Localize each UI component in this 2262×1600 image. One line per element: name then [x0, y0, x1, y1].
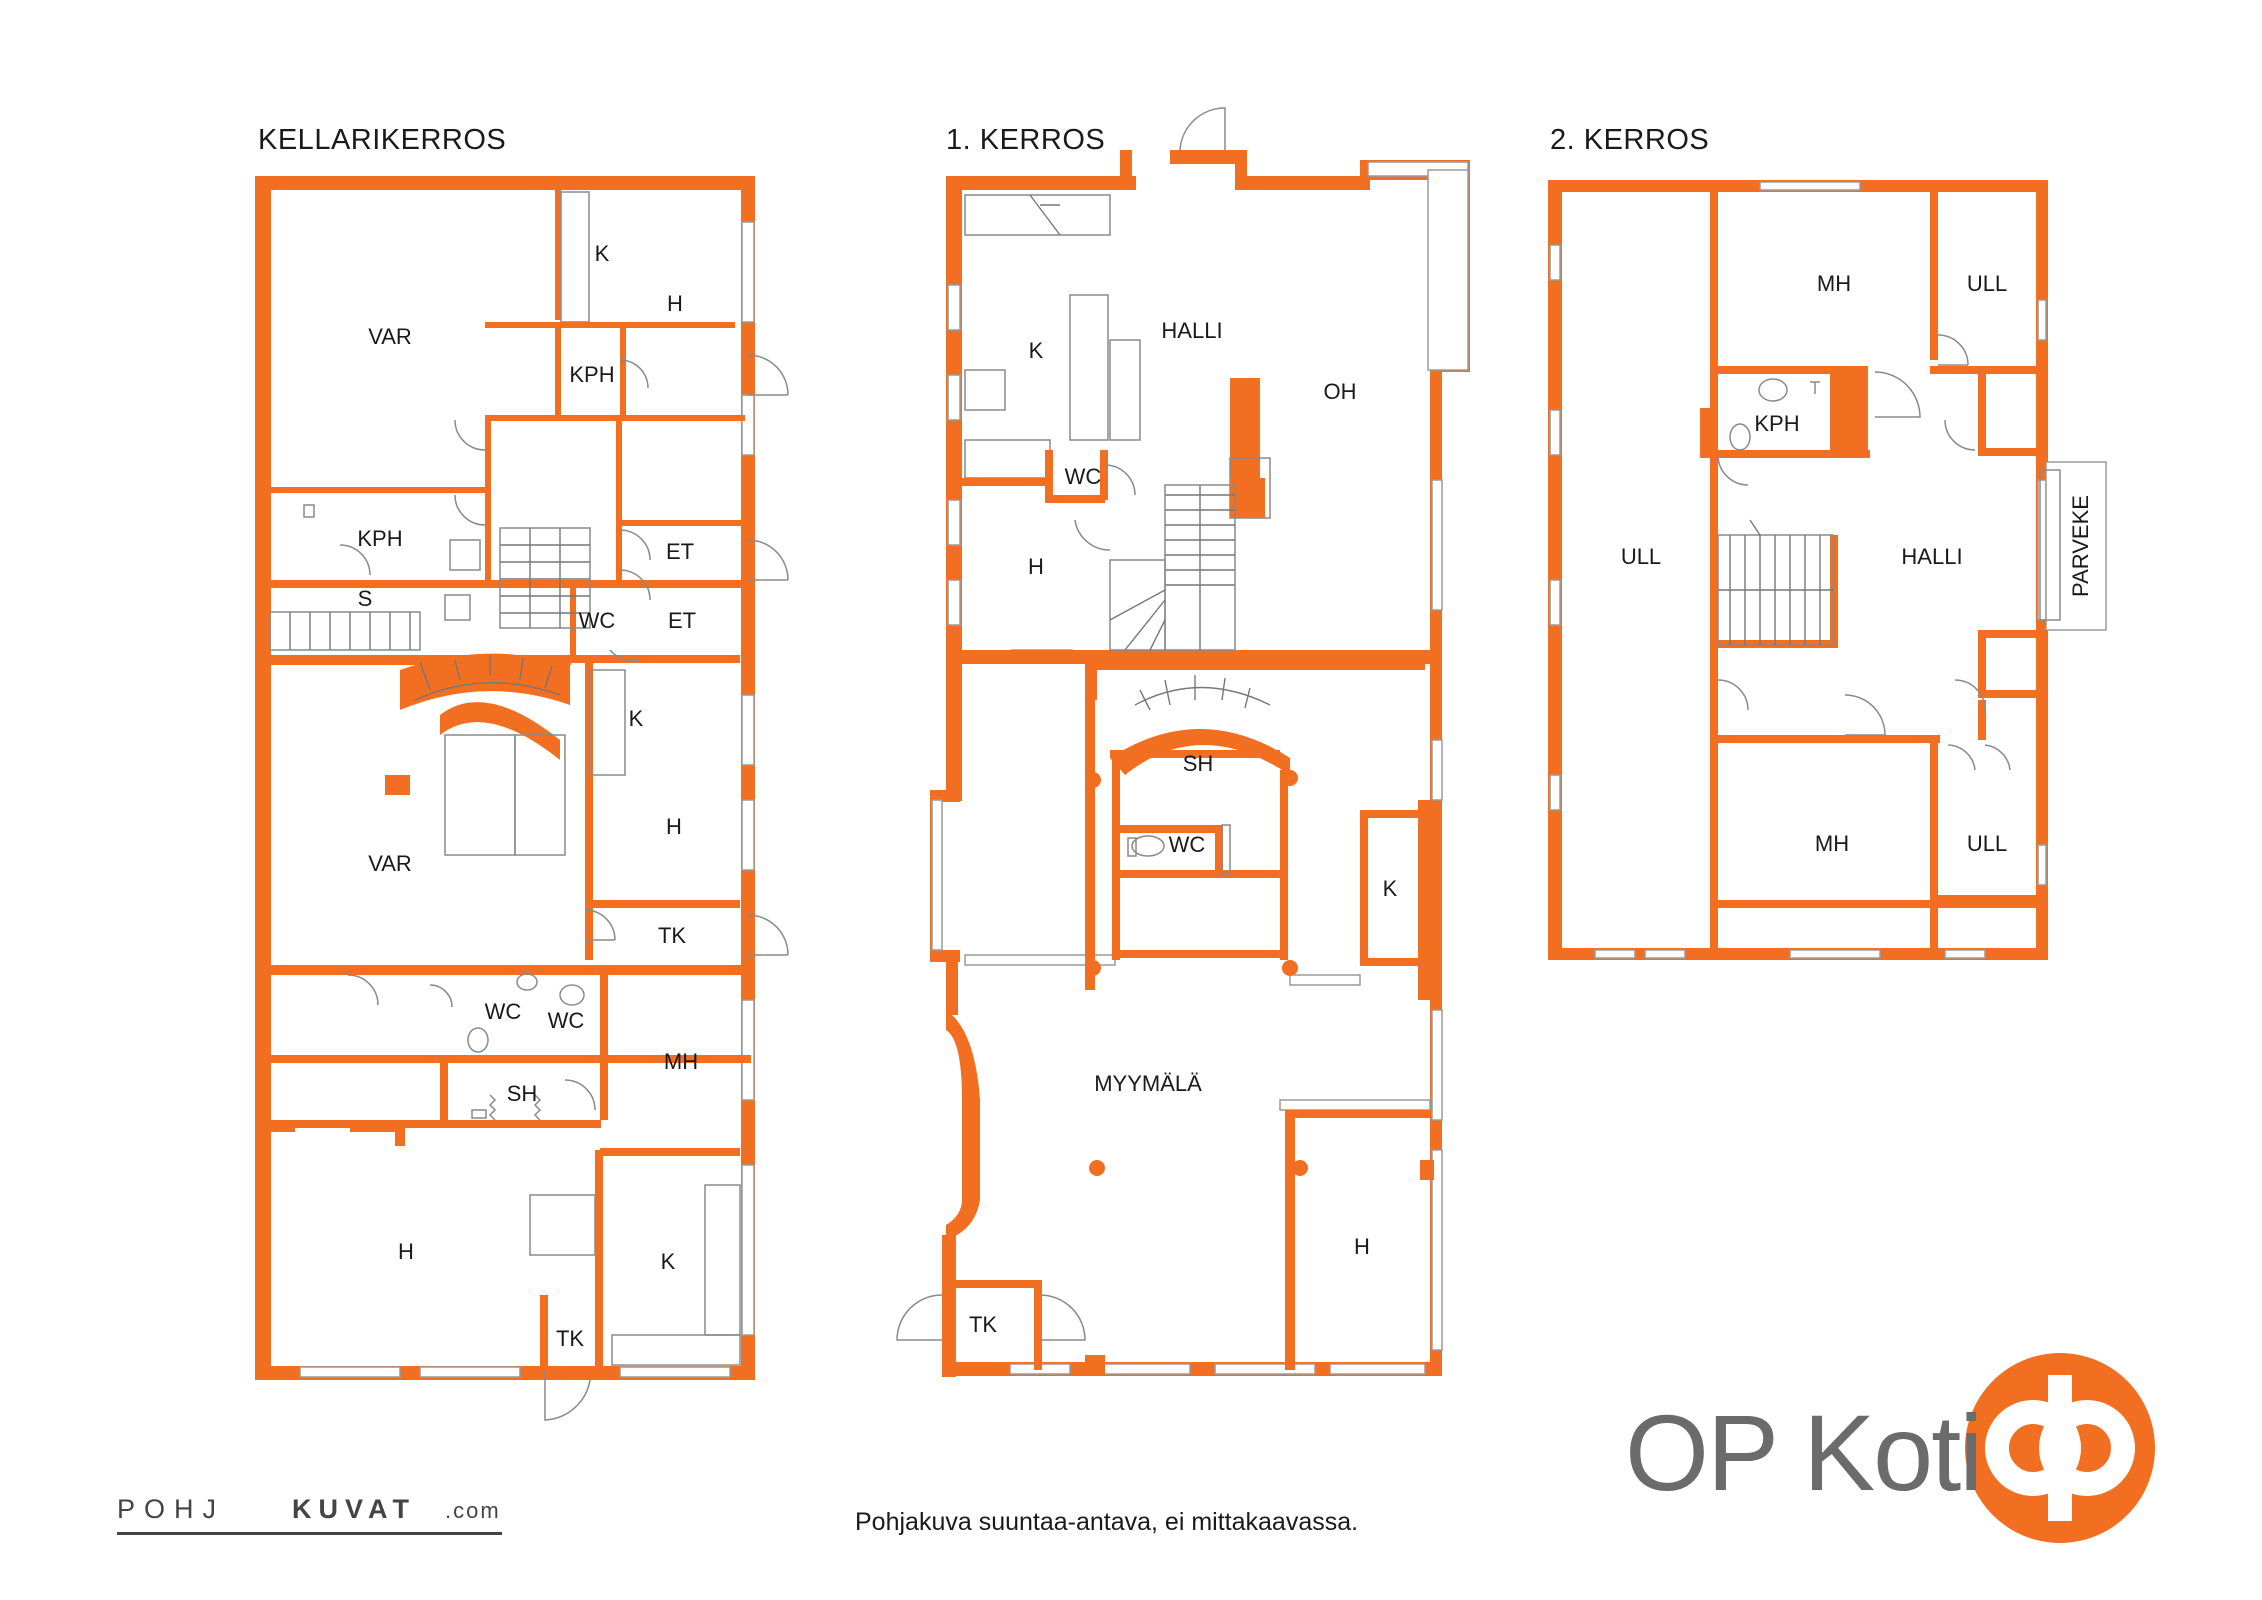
- room-label: MYYMÄLÄ: [1094, 1071, 1202, 1096]
- door-swing-icon: [339, 354, 789, 1421]
- toilet-icon: [1127, 835, 1165, 857]
- room-label: HALLI: [1161, 318, 1222, 343]
- room-label: K: [595, 241, 610, 266]
- room-label: H: [398, 1239, 414, 1264]
- room-label: SH: [1183, 751, 1214, 776]
- shower-icon: [444, 539, 542, 1121]
- logo-domain-text: .com: [445, 1498, 501, 1523]
- room-label: WC: [548, 1008, 585, 1033]
- room-label: H: [666, 814, 682, 839]
- room-label: ULL: [1967, 831, 2007, 856]
- disclaimer-note: Pohjakuva suuntaa-antava, ei mittakaavas…: [855, 1508, 1359, 1536]
- room-label: TK: [556, 1326, 584, 1351]
- room-label: ET: [666, 539, 694, 564]
- room-label: ULL: [1967, 271, 2007, 296]
- stair-icon: [269, 527, 591, 651]
- room-label: ET: [668, 608, 696, 633]
- room-label: KPH: [1754, 411, 1799, 436]
- basement-plan: K H VAR KPH KPH S ET ET WC K VAR H TK WC…: [255, 176, 789, 1421]
- room-label: WC: [579, 608, 616, 633]
- room-label: MH: [664, 1049, 698, 1074]
- door-swing-icon: [1717, 334, 2011, 771]
- stair-icon: [1717, 519, 1834, 646]
- logo-right-text: KUVAT: [292, 1494, 416, 1524]
- sink-icon: [303, 504, 585, 1119]
- room-label: K: [1383, 876, 1398, 901]
- logo-left-text: POHJ: [117, 1494, 226, 1524]
- room-label: OH: [1324, 379, 1357, 404]
- room-label: H: [1028, 554, 1044, 579]
- brand-name: OP Koti: [1625, 1392, 1983, 1513]
- room-label: VAR: [368, 851, 412, 876]
- room-label: H: [667, 291, 683, 316]
- room-label: TK: [969, 1312, 997, 1337]
- room-label: K: [1029, 338, 1044, 363]
- room-label: KPH: [357, 526, 402, 551]
- room-label: MH: [1815, 831, 1849, 856]
- room-label: H: [1354, 1234, 1370, 1259]
- room-label: SH: [507, 1081, 538, 1106]
- room-label: HALLI: [1901, 544, 1962, 569]
- room-label: ULL: [1621, 544, 1661, 569]
- room-label: PARVEKE: [2068, 495, 2093, 597]
- door-swing-icon: [896, 107, 1226, 1341]
- sink-icon: [1729, 378, 1820, 451]
- first-floor-plan: K HALLI OH WC H SH WC K MYYMÄLÄ H TK: [896, 107, 1470, 1377]
- basement-title: KELLARIKERROS: [258, 124, 507, 156]
- first-floor-title: 1. KERROS: [946, 124, 1106, 156]
- room-label: TK: [658, 923, 686, 948]
- op-logo-icon: [1965, 1353, 2155, 1543]
- room-label: K: [629, 706, 644, 731]
- second-floor-title: 2. KERROS: [1550, 124, 1710, 156]
- room-label: K: [661, 1249, 676, 1274]
- room-label: KPH: [569, 362, 614, 387]
- room-label: WC: [485, 999, 522, 1024]
- room-label: VAR: [368, 324, 412, 349]
- room-label: WC: [1065, 464, 1102, 489]
- logo-underline: [117, 1532, 502, 1535]
- room-label: S: [358, 586, 373, 611]
- room-label: WC: [1169, 832, 1206, 857]
- room-label: MH: [1817, 271, 1851, 296]
- second-floor-plan: MH ULL KPH ULL HALLI PARVEKE MH ULL: [1548, 180, 2107, 960]
